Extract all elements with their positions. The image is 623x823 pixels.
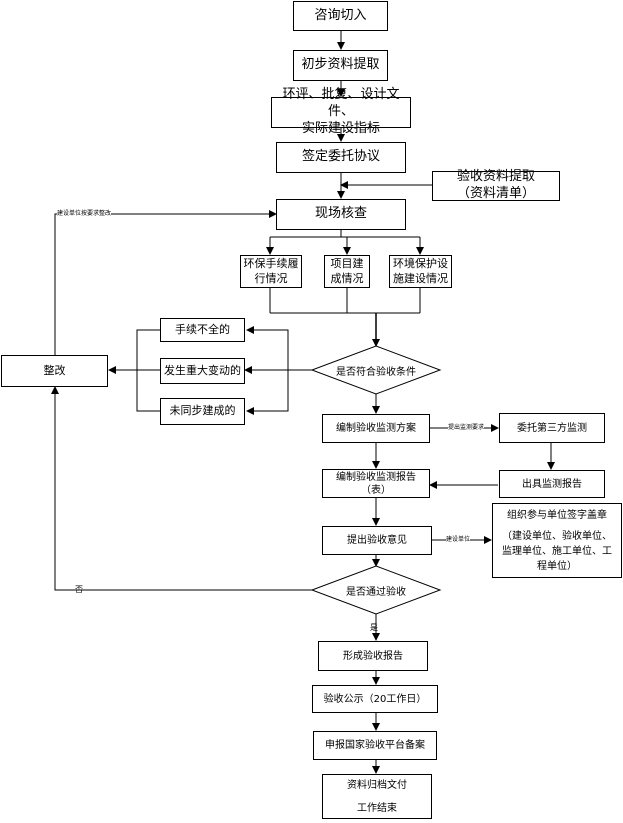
step-materials: 验收资料提取（资料清单） — [432, 169, 560, 201]
step-organize-signing: 组织参与单位签字盖章 （建设单位、验收单位、 监理单位、施工单位、工 程单位） — [492, 503, 622, 578]
step-monitor-plan-label: 编制验收监测方案 — [336, 423, 416, 434]
step-monitor-report-line1: 编制验收监测报告 — [336, 471, 416, 483]
step-materials-line2: （资料清单） — [456, 186, 535, 201]
step-facilities: 环境保护设施建设情况 — [389, 255, 452, 288]
diamond-passed-label: 是否通过验收 — [346, 586, 406, 598]
arrow-to-incomplete — [246, 326, 289, 370]
step-prelim-label: 初步资料提取 — [301, 57, 380, 73]
step-facilities-line2: 施建设情况 — [393, 271, 448, 285]
diamond-meets-conditions-label: 是否符合验收条件 — [336, 366, 416, 378]
step-facilities-line1: 环境保护设 — [393, 257, 448, 271]
label-rectify-request: 建设单位按要求整改 — [57, 210, 112, 217]
step-publicity: 验收公示（20工作日） — [312, 685, 438, 713]
diamond-passed — [310, 565, 442, 615]
label-yes: 是 — [370, 623, 378, 632]
step-project-status: 项目建成情况 — [324, 255, 370, 288]
step-materials-line1: 验收资料提取 — [456, 169, 535, 185]
step-project-status-line2: 成情况 — [330, 271, 364, 285]
step-consult: 咨询切入 — [293, 1, 388, 31]
step-major-change-label: 发生重大变动的 — [164, 363, 241, 377]
step-filing: 申报国家验收平台备案 — [313, 731, 437, 760]
step-third-party-label: 委托第三方监测 — [517, 422, 587, 434]
step-organize-signing-line4: 程单位） — [537, 560, 577, 572]
diamond-meets-conditions — [310, 345, 442, 395]
step-env-procedure: 环保手续履行情况 — [240, 255, 302, 288]
label-builder-unit: 建设单位 — [446, 536, 471, 543]
step-archive-line2: 工作结束 — [357, 802, 397, 814]
step-organize-signing-line1: 组织参与单位签字盖章 — [507, 509, 607, 521]
step-monitor-report-line2: （表） — [361, 484, 391, 496]
step-incomplete-label: 手续不全的 — [175, 322, 230, 336]
step-organize-signing-line3: 监理单位、施工单位、工 — [502, 545, 612, 557]
step-contract: 签定委托协议 — [276, 142, 406, 173]
step-filing-label: 申报国家验收平台备案 — [325, 740, 425, 751]
step-issue-report-label: 出具监测报告 — [522, 478, 582, 490]
step-archive-line1: 资料归档文付 — [347, 779, 407, 791]
step-rectify-label: 整改 — [43, 363, 66, 377]
step-incomplete: 手续不全的 — [160, 318, 245, 342]
arrow-passed-no — [51, 386, 313, 591]
step-archive: 资料归档文付工作结束 — [322, 774, 432, 819]
step-site-check-label: 现场核查 — [314, 206, 367, 222]
step-not-sync: 未同步建成的 — [160, 398, 245, 425]
step-consult-label: 咨询切入 — [314, 7, 367, 23]
step-opinion: 提出验收意见 — [322, 526, 432, 555]
step-eia-docs-line1: 环评、批复、设计文件、 — [282, 87, 400, 120]
step-final-report-label: 形成验收报告 — [343, 650, 403, 662]
step-issue-report: 出具监测报告 — [499, 470, 605, 498]
step-env-procedure-line2: 行情况 — [254, 271, 288, 285]
step-monitor-plan: 编制验收监测方案 — [322, 414, 430, 443]
step-project-status-line1: 项目建 — [330, 257, 364, 271]
step-not-sync-label: 未同步建成的 — [169, 404, 236, 418]
step-major-change: 发生重大变动的 — [160, 358, 245, 384]
step-site-check: 现场核查 — [276, 199, 406, 230]
step-contract-label: 签定委托协议 — [301, 149, 380, 165]
step-organize-signing-line2: （建设单位、验收单位、 — [502, 530, 612, 542]
step-publicity-label: 验收公示（20工作日） — [323, 693, 427, 705]
step-third-party: 委托第三方监测 — [499, 413, 605, 443]
arrow-to-not-sync — [246, 370, 289, 415]
step-env-procedure-line1: 环保手续履 — [243, 257, 299, 271]
step-eia-docs: 环评、批复、设计文件、实际建设指标 — [271, 87, 411, 136]
label-no: 否 — [75, 585, 83, 594]
step-rectify: 整改 — [1, 355, 108, 387]
step-eia-docs-line2: 实际建设指标 — [301, 120, 380, 136]
step-final-report: 形成验收报告 — [318, 641, 428, 671]
step-prelim: 初步资料提取 — [293, 50, 388, 81]
step-opinion-label: 提出验收意见 — [347, 535, 407, 546]
step-monitor-report: 编制验收监测报告（表） — [322, 469, 430, 498]
arrow-rectify-to-site — [54, 210, 277, 355]
label-monitor-request: 提出监测要求 — [448, 424, 485, 431]
